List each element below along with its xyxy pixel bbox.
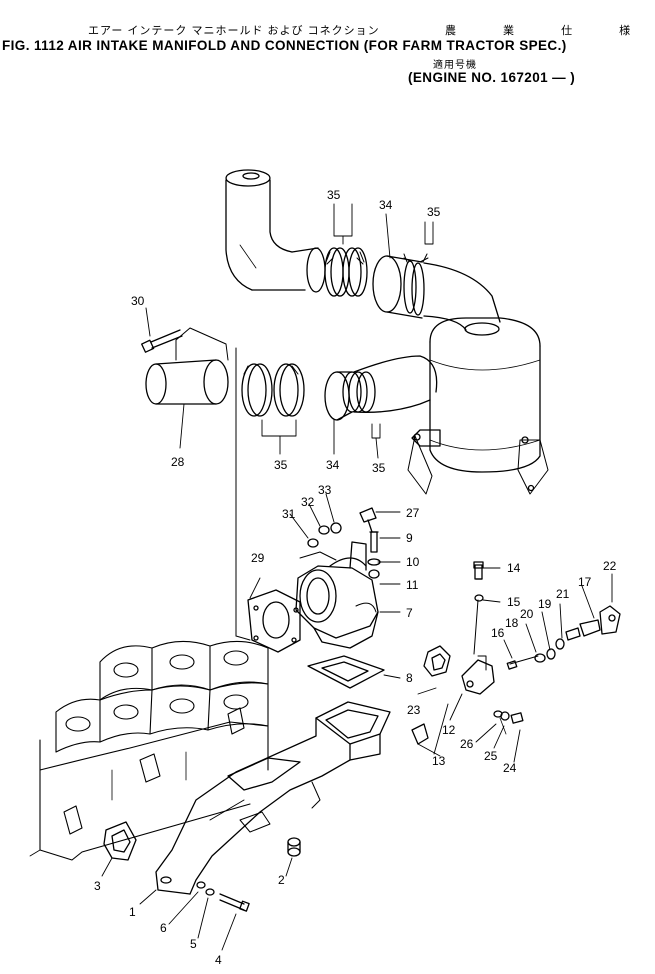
callout-6: 6 bbox=[160, 921, 167, 935]
figure-title: FIG. 1112 AIR INTAKE MANIFOLD AND CONNEC… bbox=[2, 38, 567, 53]
callout-30: 30 bbox=[131, 294, 145, 308]
callout-26: 26 bbox=[460, 737, 474, 751]
callout-32: 32 bbox=[301, 495, 315, 509]
callout-35: 35 bbox=[327, 188, 341, 202]
callout-18: 18 bbox=[505, 616, 519, 630]
callout-34: 34 bbox=[326, 458, 340, 472]
upper-elbow-pipe bbox=[225, 169, 326, 293]
japanese-applicability-label: 適用号機 bbox=[433, 60, 477, 71]
callout-8: 8 bbox=[406, 671, 413, 685]
callout-3: 3 bbox=[94, 879, 101, 893]
upper-hose-clamps bbox=[324, 247, 368, 297]
callout-22: 22 bbox=[603, 559, 617, 573]
callout-25: 25 bbox=[484, 749, 498, 763]
connector-housing bbox=[295, 541, 379, 649]
callout-19: 19 bbox=[538, 597, 552, 611]
japanese-title: エアー インテーク マニホールド および コネクション bbox=[88, 25, 380, 37]
leader-lines bbox=[101, 203, 613, 951]
port-gasket-3 bbox=[103, 821, 137, 861]
callout-28: 28 bbox=[171, 455, 185, 469]
engine-cylinder-head bbox=[29, 640, 269, 861]
gasket-29 bbox=[247, 589, 301, 653]
callout-5: 5 bbox=[190, 937, 197, 951]
callout-1: 1 bbox=[129, 905, 136, 919]
upper-hose bbox=[372, 253, 501, 331]
callout-16: 16 bbox=[491, 626, 505, 640]
callout-14: 14 bbox=[507, 561, 521, 575]
lower-hose-clamps bbox=[241, 363, 305, 417]
callout-12: 12 bbox=[442, 723, 456, 737]
callout-23: 23 bbox=[407, 703, 421, 717]
air-heater-fitting bbox=[461, 561, 495, 695]
intake-manifold bbox=[155, 701, 391, 895]
callout-21: 21 bbox=[556, 587, 570, 601]
plug-13 bbox=[411, 723, 429, 745]
bolt-and-washers-lower bbox=[196, 881, 250, 912]
lower-hose bbox=[324, 355, 438, 421]
fasteners-upper bbox=[307, 507, 381, 579]
japanese-spec-label: 農 業 仕 様 bbox=[445, 25, 653, 37]
callout-24: 24 bbox=[503, 761, 517, 775]
callout-13: 13 bbox=[432, 754, 446, 768]
guide-line-left-foot bbox=[235, 635, 251, 641]
lower-right-fasteners bbox=[493, 710, 524, 735]
bolt-30 bbox=[141, 329, 183, 353]
callout-4: 4 bbox=[215, 953, 222, 967]
callout-35: 35 bbox=[427, 205, 441, 219]
callout-34: 34 bbox=[379, 198, 393, 212]
plug-2 bbox=[287, 837, 301, 857]
callout-11: 11 bbox=[406, 578, 419, 592]
callout-7: 7 bbox=[406, 606, 413, 620]
callout-10: 10 bbox=[406, 555, 420, 569]
callout-35: 35 bbox=[274, 458, 288, 472]
callout-15: 15 bbox=[507, 595, 521, 609]
engine-number-range: (ENGINE NO. 167201 — ) bbox=[408, 70, 576, 85]
intake-pipe bbox=[145, 327, 229, 405]
callout-31: 31 bbox=[282, 507, 296, 521]
callout-9: 9 bbox=[406, 531, 413, 545]
callout-20: 20 bbox=[520, 607, 534, 621]
gasket-8 bbox=[307, 655, 385, 689]
callout-numbers: 35 34 35 30 28 35 34 35 33 32 31 27 9 10… bbox=[94, 188, 617, 967]
callout-17: 17 bbox=[578, 575, 592, 589]
air-cleaner bbox=[407, 317, 549, 495]
callout-27: 27 bbox=[406, 506, 420, 520]
callout-35: 35 bbox=[372, 461, 386, 475]
callout-2: 2 bbox=[278, 873, 285, 887]
callout-33: 33 bbox=[318, 483, 332, 497]
callout-29: 29 bbox=[251, 551, 265, 565]
right-fittings bbox=[506, 605, 621, 670]
gasket-23 bbox=[423, 645, 451, 677]
